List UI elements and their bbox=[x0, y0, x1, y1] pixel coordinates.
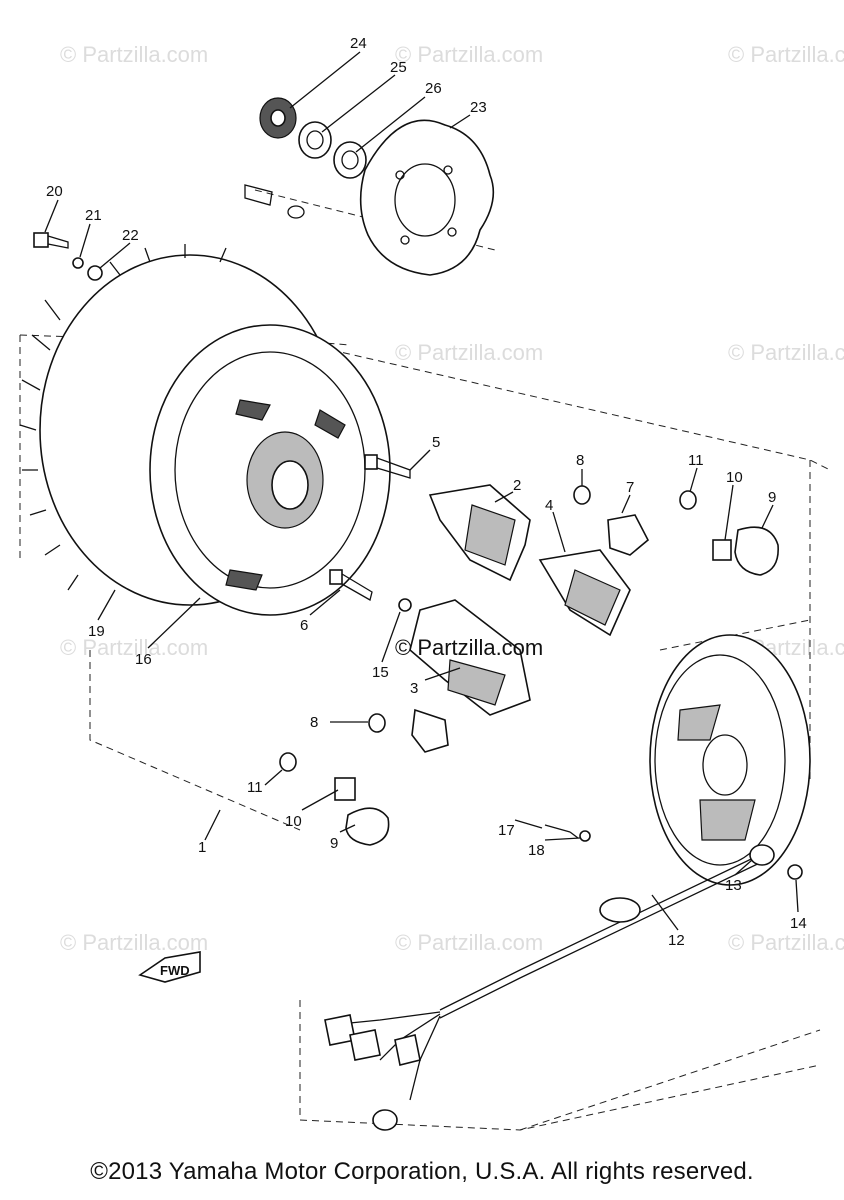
callout-number: 18 bbox=[528, 842, 545, 859]
copyright-notice: ©2013 Yamaha Motor Corporation, U.S.A. A… bbox=[90, 1158, 754, 1185]
callout-number: 22 bbox=[122, 227, 139, 244]
wire-harness bbox=[324, 844, 803, 1131]
screw-washers-20-22 bbox=[33, 232, 103, 281]
callout-number: 20 bbox=[46, 183, 63, 200]
callout-number: 17 bbox=[498, 822, 515, 839]
callout-number: 10 bbox=[726, 469, 743, 486]
callout-number: 4 bbox=[545, 497, 553, 514]
callout-number: 11 bbox=[247, 779, 263, 796]
callout-number: 3 bbox=[410, 680, 418, 697]
watermark: © Partzilla.com bbox=[728, 930, 844, 955]
callout-number: 14 bbox=[790, 915, 807, 932]
watermark: © Partzilla.com bbox=[395, 340, 543, 365]
stator-base-plate bbox=[544, 634, 811, 886]
callout-number: 11 bbox=[688, 452, 704, 469]
callout-number: 26 bbox=[425, 80, 442, 97]
callout-number: 9 bbox=[330, 835, 338, 852]
stator-coils bbox=[409, 484, 631, 716]
callout-number: 10 bbox=[285, 813, 302, 830]
callout-number: 2 bbox=[513, 477, 521, 494]
fwd-label: FWD bbox=[160, 963, 190, 978]
callout-number: 24 bbox=[350, 35, 367, 52]
callout-number: 21 bbox=[85, 207, 102, 224]
callout-number: 13 bbox=[725, 877, 742, 894]
screws-5-6 bbox=[329, 454, 411, 601]
callout-number: 19 bbox=[88, 623, 105, 640]
callout-number: 7 bbox=[626, 479, 634, 496]
watermark: © Partzilla.com bbox=[395, 42, 543, 67]
callout-number: 16 bbox=[135, 651, 152, 668]
callout-number: 15 bbox=[372, 664, 389, 681]
callout-number: 12 bbox=[668, 932, 685, 949]
callout-number: 8 bbox=[576, 452, 584, 469]
callout-number: 9 bbox=[768, 489, 776, 506]
watermark: © Partzilla.com bbox=[60, 42, 208, 67]
watermark: © Partzilla.com bbox=[728, 340, 844, 365]
watermark: © Partzilla.com bbox=[395, 930, 543, 955]
watermark: © Partzilla.com bbox=[60, 930, 208, 955]
callout-number: 25 bbox=[390, 59, 407, 76]
callout-number: 1 bbox=[198, 839, 206, 856]
callout-number: 6 bbox=[300, 617, 308, 634]
parts-diagram: © Partzilla.com © Partzilla.com © Partzi… bbox=[19, 35, 844, 1131]
callout-number: 8 bbox=[310, 714, 318, 731]
flywheel-rotor bbox=[19, 244, 391, 616]
callout-numbers: 24 25 26 23 20 21 22 5 2 8 7 11 10 9 4 1… bbox=[46, 35, 807, 949]
fwd-arrow: FWD bbox=[138, 951, 201, 983]
callout-number: 5 bbox=[432, 434, 440, 451]
contact-breakers bbox=[279, 485, 779, 846]
leader-lines bbox=[44, 51, 799, 931]
watermark: © Partzilla.com bbox=[728, 42, 844, 67]
watermark-main: © Partzilla.com bbox=[395, 635, 543, 660]
cam-plate-assembly bbox=[244, 97, 495, 276]
watermark: © Partzilla.com bbox=[60, 635, 208, 660]
callout-number: 23 bbox=[470, 99, 487, 116]
